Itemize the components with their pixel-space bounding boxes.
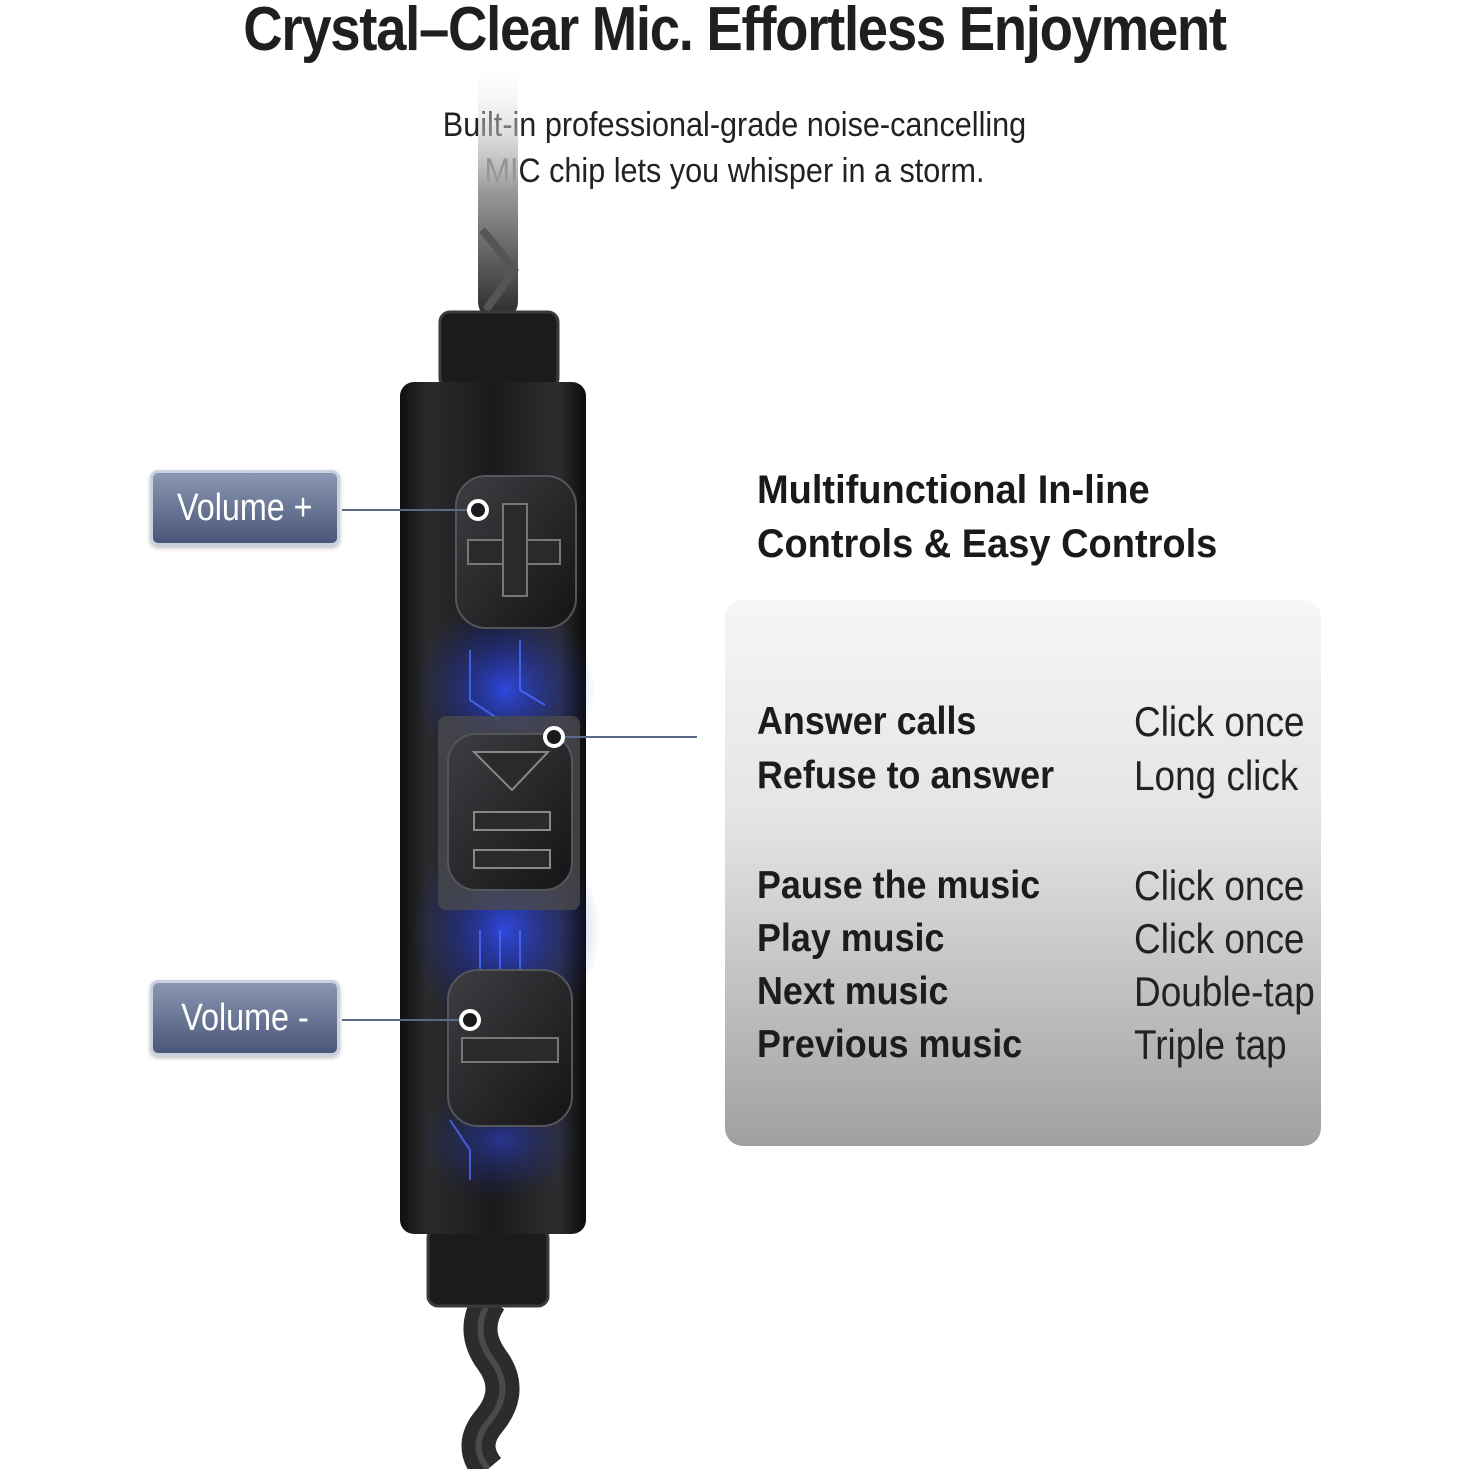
control-row: Answer calls Click once	[757, 695, 1317, 749]
control-row: Previous music Triple tap	[757, 1018, 1317, 1072]
control-action: Next music	[757, 970, 949, 1013]
control-gesture: Click once	[1134, 915, 1305, 962]
cable-bottom	[461, 1290, 520, 1469]
control-gesture: Click once	[1134, 698, 1305, 745]
subheadline: Built-in professional-grade noise-cancel…	[73, 102, 1395, 194]
callout-lines	[342, 509, 697, 1021]
feature-title-line-1: Multifunctional In-line	[757, 468, 1150, 512]
control-row: Play music Click once	[757, 912, 1317, 966]
volume-up-button[interactable]	[455, 475, 577, 629]
control-action: Previous music	[757, 1023, 1023, 1066]
cable-top	[478, 60, 519, 320]
minus-icon	[461, 1037, 559, 1063]
control-row: Pause the music Click once	[757, 859, 1317, 913]
volume-up-label: Volume +	[150, 470, 340, 546]
feature-title-line-2: Controls & Easy Controls	[757, 522, 1218, 566]
play-pause-icon	[471, 751, 551, 869]
control-row: Refuse to answer Long click	[757, 749, 1317, 803]
feature-title: Multifunctional In-line Controls & Easy …	[757, 463, 1217, 571]
control-gesture: Triple tap	[1134, 1021, 1287, 1068]
control-action: Answer calls	[757, 700, 977, 743]
control-gesture: Click once	[1134, 862, 1305, 909]
play-pause-button[interactable]	[438, 716, 580, 910]
control-row: Next music Double-tap	[757, 965, 1317, 1019]
subheadline-line-2: MIC chip lets you whisper in a storm.	[484, 152, 985, 190]
control-action: Play music	[757, 917, 945, 960]
remote-bottom-collar	[426, 1226, 550, 1308]
volume-down-label: Volume -	[150, 980, 340, 1056]
callout-dots	[459, 499, 565, 1031]
subheadline-line-1: Built-in professional-grade noise-cancel…	[442, 106, 1027, 144]
plus-icon	[467, 503, 561, 597]
control-action: Pause the music	[757, 864, 1041, 907]
control-gesture: Double-tap	[1134, 968, 1315, 1015]
control-action: Refuse to answer	[757, 754, 1055, 797]
volume-down-button[interactable]	[447, 969, 573, 1127]
remote-top-collar	[438, 310, 560, 390]
control-gesture: Long click	[1134, 752, 1299, 799]
controls-panel	[725, 600, 1321, 1146]
headline: Crystal–Clear Mic. Effortless Enjoyment	[243, 0, 1227, 64]
